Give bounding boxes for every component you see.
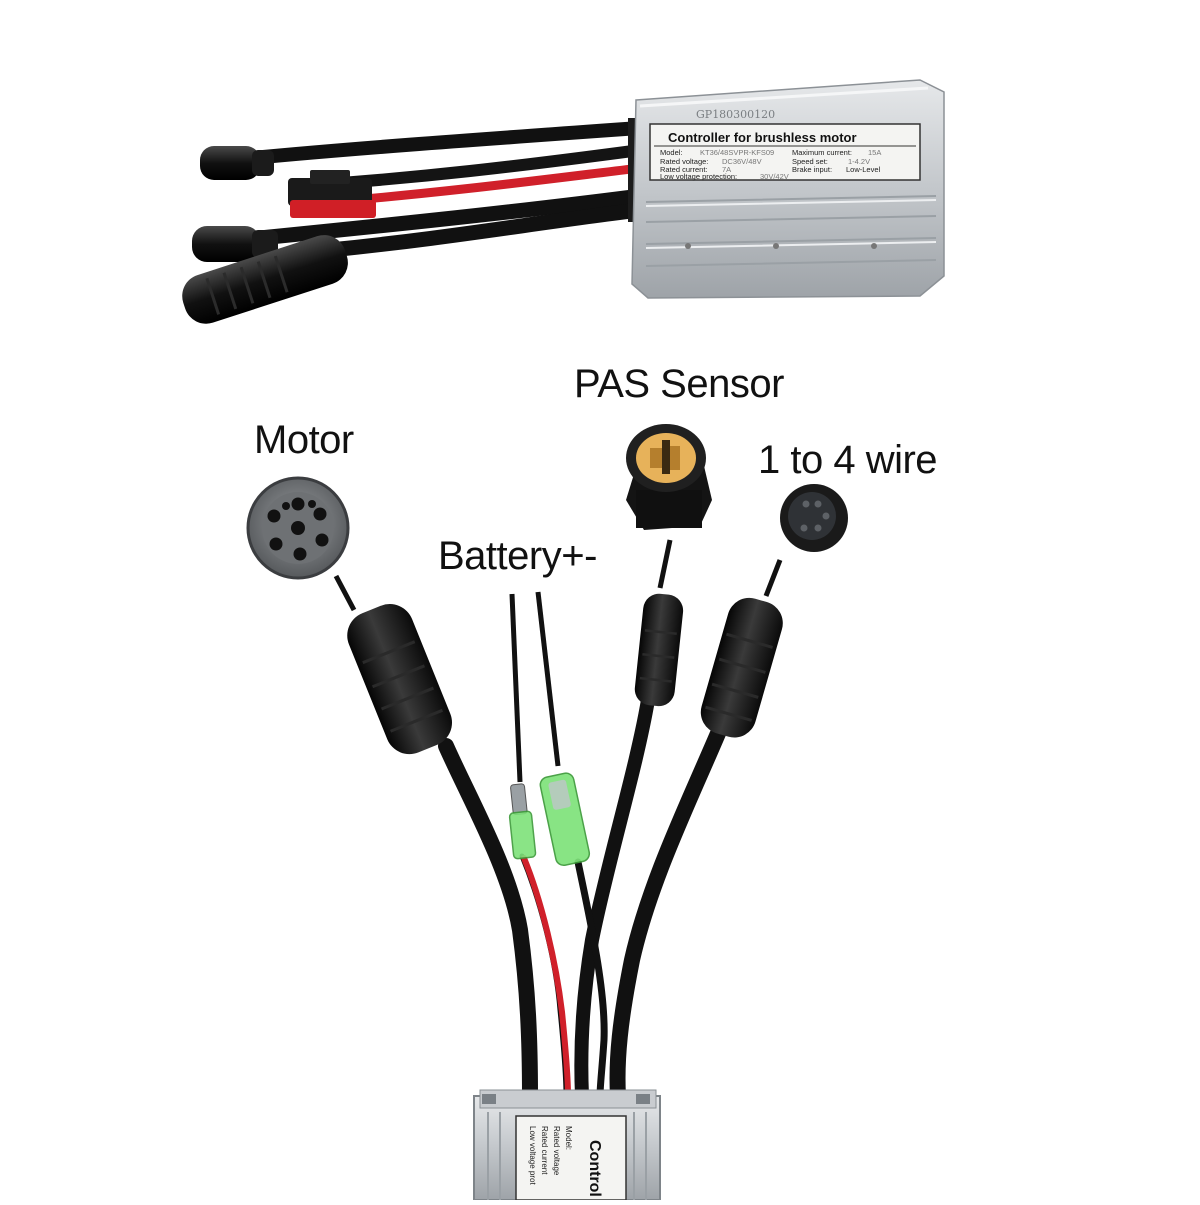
callout-motor: Motor <box>254 418 354 462</box>
top-label-key-2: Rated current: <box>660 165 708 174</box>
top-cable-3 <box>239 188 641 248</box>
callout-pas-sensor: PAS Sensor <box>574 362 784 406</box>
bottom-label-line-0: Model: <box>564 1126 573 1150</box>
top-connector-red <box>288 170 376 218</box>
top-serial: GP180300120 <box>696 108 775 121</box>
top-label-val-1: DC36V/48V <box>722 157 762 166</box>
top-connector-mid <box>192 226 278 262</box>
wire-connector-face <box>780 484 848 552</box>
top-label-val2-2: Low-Level <box>846 165 881 174</box>
pointer-lines <box>333 539 783 783</box>
battery-terminal-pos <box>539 772 591 867</box>
top-label-val2-0: 15A <box>868 148 881 157</box>
cable-motor <box>438 738 538 1104</box>
top-label-key-0: Model: <box>660 148 683 157</box>
top-label-title: Controller for brushless motor <box>668 130 857 145</box>
top-label-key2-0: Maximum current: <box>792 148 852 157</box>
top-label-key2-2: Brake input: <box>792 165 832 174</box>
top-label-val-3: 30V/42V <box>760 172 789 181</box>
pointer-battery-pos <box>535 591 561 767</box>
pas-plug <box>634 593 684 707</box>
pointer-pas <box>657 539 673 589</box>
top-label-val2-1: 1-4.2V <box>848 157 870 166</box>
bottom-label-line-1: Rated voltage <box>552 1126 561 1176</box>
product-photo: GP180300120 Controller for brushless mot… <box>182 79 945 324</box>
pas-connector-face <box>626 424 712 530</box>
top-connector-small <box>200 146 274 180</box>
pointer-wire <box>763 559 783 597</box>
top-label-key-3: Low voltage protection: <box>660 172 737 181</box>
motor-plug <box>347 604 453 755</box>
cable-battery-pos <box>574 858 608 1100</box>
top-label-key-1: Rated voltage: <box>660 157 708 166</box>
top-label-key2-1: Speed set: <box>792 157 828 166</box>
pointer-battery-neg <box>509 593 523 783</box>
top-cable-4 <box>329 202 641 258</box>
bottom-label-title: Control <box>586 1140 603 1197</box>
wire-plug <box>700 597 783 738</box>
motor-connector-face <box>246 476 350 580</box>
bottom-wiring <box>438 693 730 1104</box>
bottom-label-line-3: Low voltage prot <box>528 1126 537 1185</box>
callout-1-to-4-wire: 1 to 4 wire <box>758 438 938 482</box>
top-label-val-0: KT36/48SVPR-KFS09 <box>700 148 774 157</box>
battery-terminal-neg <box>508 783 537 860</box>
callout-battery: Battery+- <box>438 534 597 578</box>
top-label-val-2: 7A <box>722 165 731 174</box>
bottom-controller-box: Control Model: Rated voltage Rated curre… <box>473 1089 661 1201</box>
top-red-wire <box>329 163 641 207</box>
bottom-label-line-2: Rated current <box>540 1126 549 1175</box>
cable-wire-4 <box>609 716 730 1104</box>
top-controller-box: GP180300120 Controller for brushless mot… <box>628 79 945 299</box>
pointer-motor <box>333 574 357 612</box>
cable-battery-neg-sheath <box>521 855 571 1099</box>
top-connector-big <box>182 235 348 324</box>
